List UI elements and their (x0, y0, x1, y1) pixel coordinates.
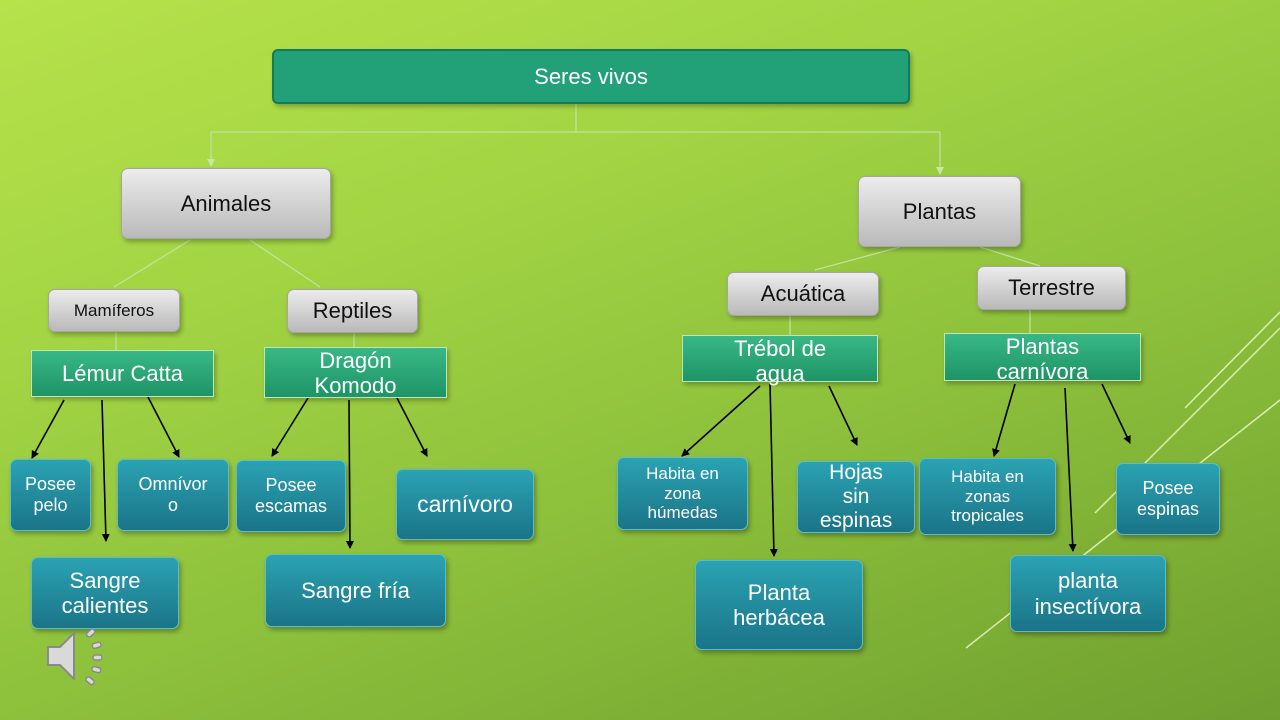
node-dragon-komodo[interactable]: Dragón Komodo (264, 347, 447, 398)
node-terrestre[interactable]: Terrestre (977, 266, 1126, 310)
node-sangre-calientes[interactable]: Sangre calientes (31, 557, 179, 629)
node-sangre-fria[interactable]: Sangre fría (265, 554, 446, 627)
node-carnivoro[interactable]: carnívoro (396, 469, 534, 540)
node-planta-insectivora[interactable]: planta insectívora (1010, 555, 1166, 632)
node-posee-espinas[interactable]: Posee espinas (1116, 463, 1220, 535)
node-plantas-carnivora[interactable]: Plantas carnívora (944, 333, 1141, 384)
node-animales[interactable]: Animales (121, 168, 331, 239)
node-plantas[interactable]: Plantas (858, 176, 1021, 247)
node-planta-herbacea[interactable]: Planta herbácea (695, 560, 863, 650)
speaker-icon[interactable] (42, 625, 112, 687)
node-posee-escamas[interactable]: Posee escamas (236, 460, 346, 532)
node-acuatica[interactable]: Acuática (727, 272, 879, 316)
node-lemur-catta[interactable]: Lémur Catta (31, 350, 214, 397)
node-reptiles[interactable]: Reptiles (287, 289, 418, 333)
node-omnivoro[interactable]: Omnívor o (117, 459, 229, 531)
node-posee-pelo[interactable]: Posee pelo (10, 459, 91, 531)
node-seres-vivos[interactable]: Seres vivos (272, 49, 910, 104)
node-trebol-de-agua[interactable]: Trébol de agua (682, 335, 878, 386)
node-habita-zonas-tropicales[interactable]: Habita en zonas tropicales (919, 458, 1056, 535)
node-mamiferos[interactable]: Mamíferos (48, 289, 180, 332)
node-hojas-sin-espinas[interactable]: Hojas sin espinas (797, 461, 915, 533)
node-habita-zona-humedas[interactable]: Habita en zona húmedas (617, 457, 748, 530)
